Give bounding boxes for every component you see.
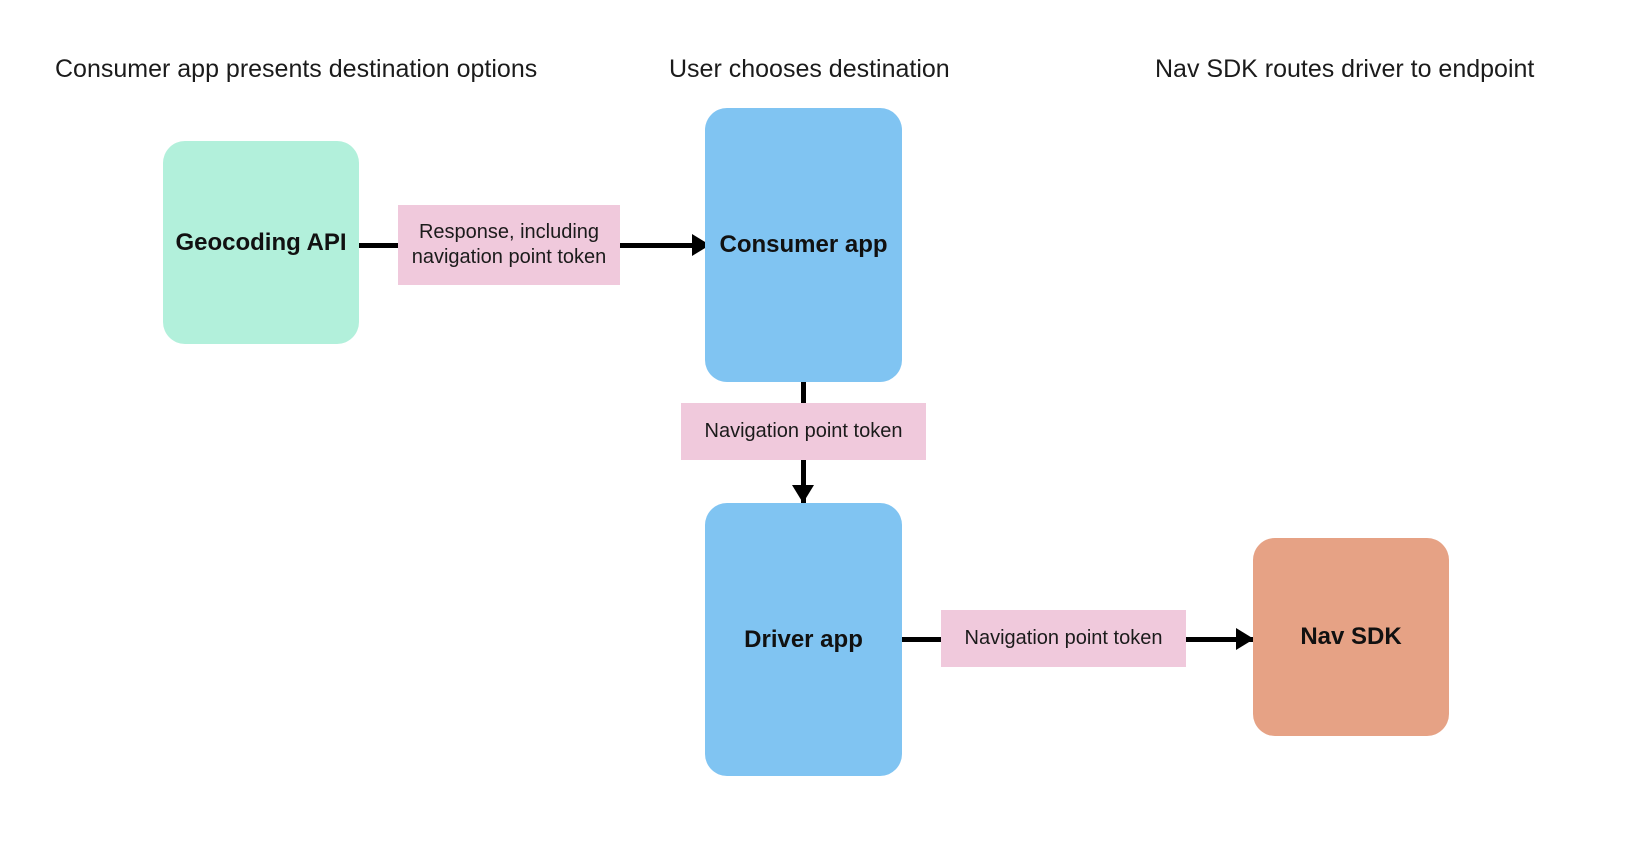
column-header-user-chooses-destination: User chooses destination	[669, 55, 950, 83]
arrow-right-icon-driver-to-navsdk	[1236, 628, 1254, 650]
node-consumer-app[interactable]: Consumer app	[705, 108, 902, 382]
arrow-down-icon-consumer-to-driver	[792, 485, 814, 503]
node-driver-app[interactable]: Driver app	[705, 503, 902, 776]
node-consumer-app-label: Consumer app	[719, 231, 888, 258]
column-header-consumer-app-presents-destination-options: Consumer app presents destination option…	[55, 55, 538, 83]
edge-label-response-including-navigation-point-token: Response, including navigation point tok…	[398, 205, 620, 285]
edge-label-navigation-point-token-driver-to-navsdk: Navigation point token	[941, 610, 1186, 667]
column-header-nav-sdk-routes-driver-to-endpoint: Nav SDK routes driver to endpoint	[1155, 55, 1535, 83]
node-geocoding-api-label: Geocoding API	[175, 228, 347, 256]
node-nav-sdk-label: Nav SDK	[1300, 623, 1402, 650]
node-driver-app-label: Driver app	[744, 625, 863, 653]
node-nav-sdk[interactable]: Nav SDK	[1253, 538, 1449, 736]
edge-label-navigation-point-token-consumer-to-driver: Navigation point token	[681, 403, 926, 460]
node-geocoding-api[interactable]: Geocoding API	[163, 141, 359, 344]
